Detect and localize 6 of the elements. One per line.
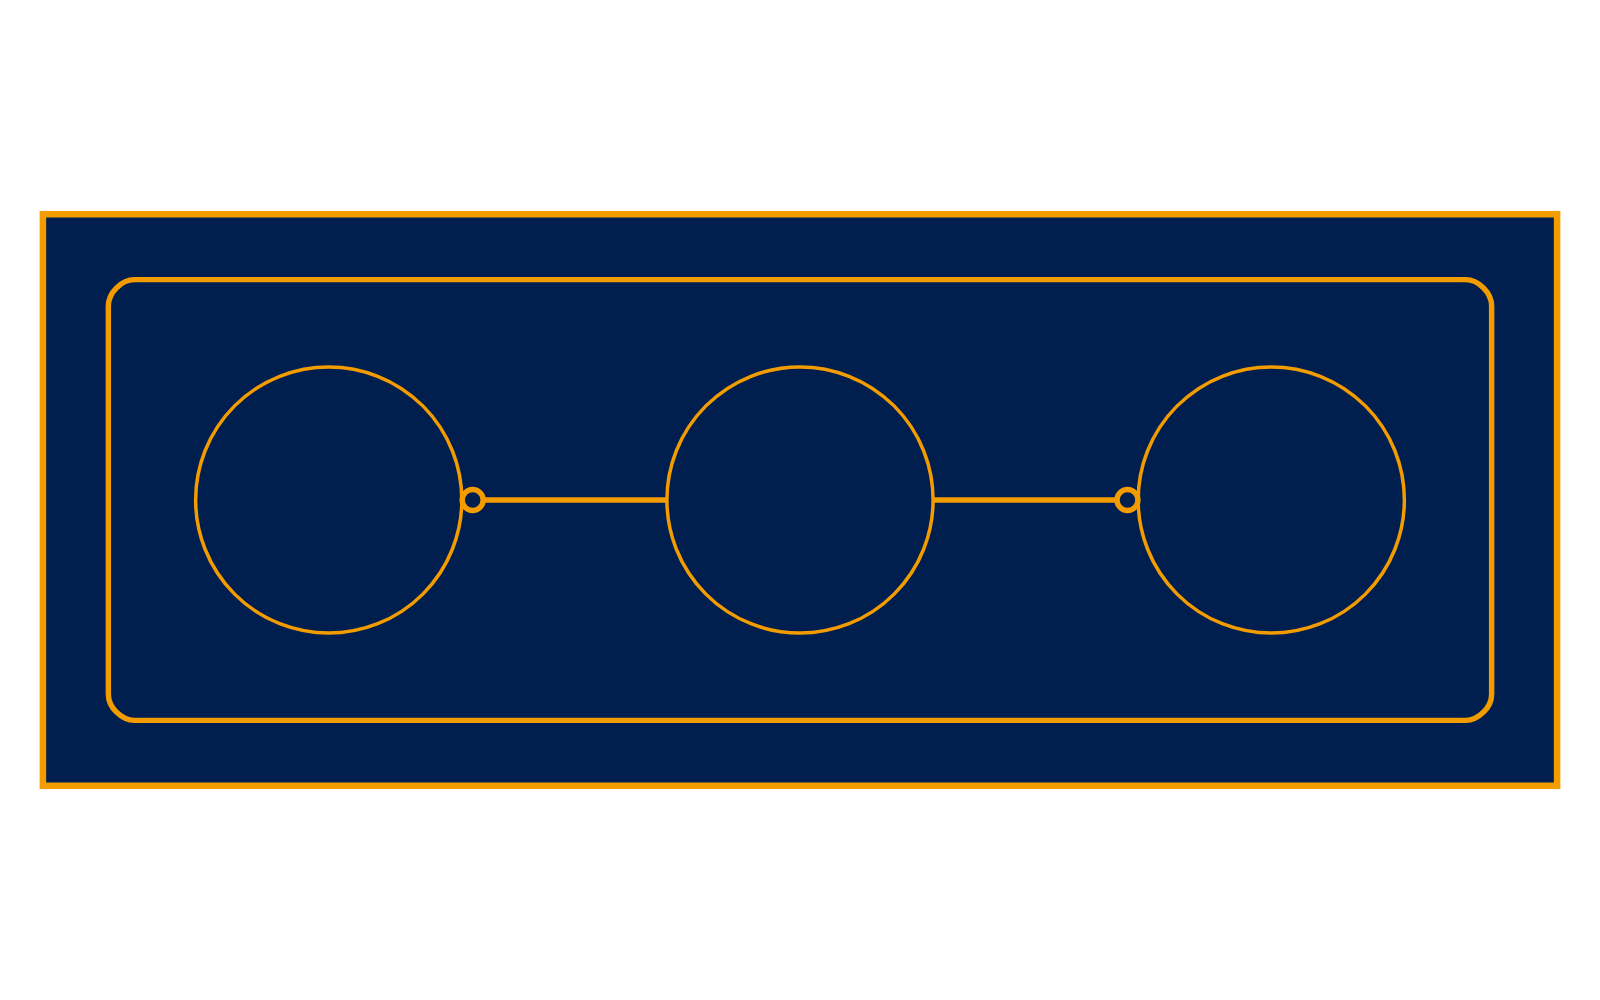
connector xyxy=(459,486,667,514)
node-circle xyxy=(665,365,935,635)
connector xyxy=(933,486,1141,514)
node-circle xyxy=(1136,365,1407,635)
cluster xyxy=(105,276,1495,724)
node-circle xyxy=(193,365,464,635)
